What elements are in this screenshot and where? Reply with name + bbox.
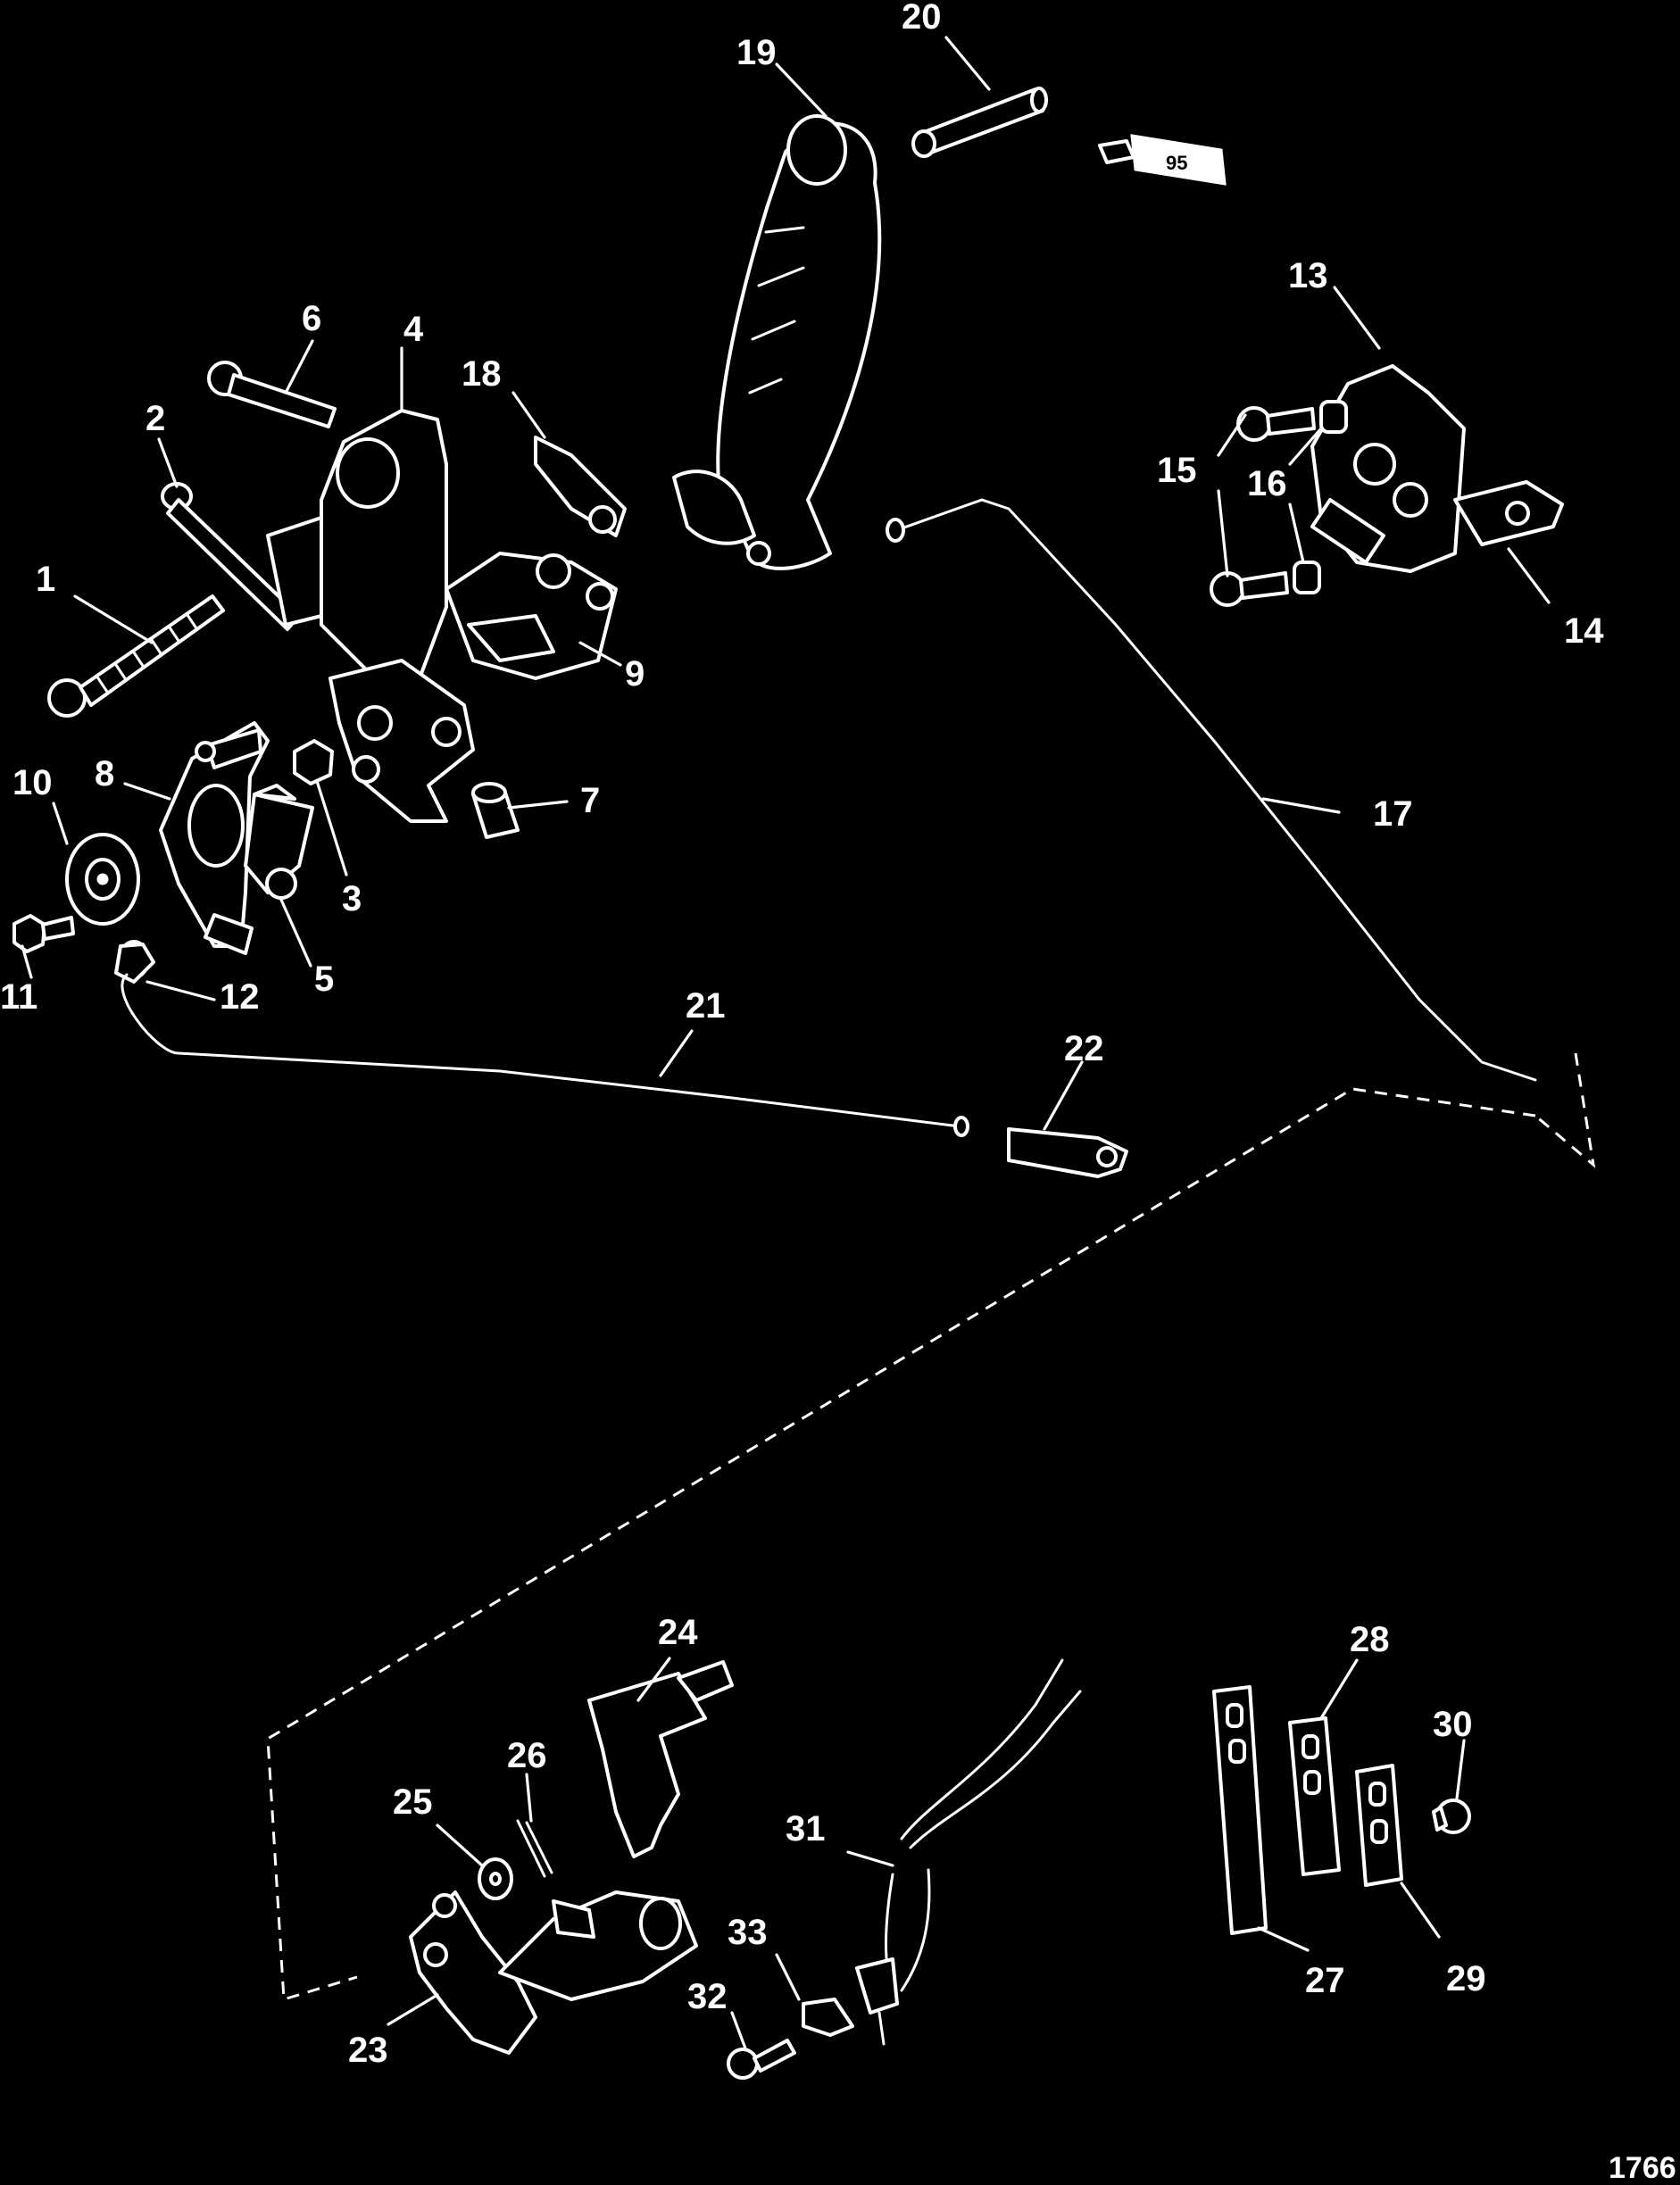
part-19-bracket	[672, 114, 882, 570]
part-22-rod-end	[1007, 1127, 1128, 1178]
sealant-tube-label: 95	[1166, 152, 1187, 174]
leader-lines	[21, 36, 1551, 2050]
callout-17: 17	[1373, 794, 1413, 834]
callout-14: 14	[1564, 611, 1604, 651]
part-23-shift-lever	[409, 1890, 698, 2055]
callout-21: 21	[686, 986, 726, 1026]
part-26-cotter-pin	[516, 1819, 553, 1878]
callout-8: 8	[95, 754, 114, 793]
part-4-arm	[266, 409, 448, 680]
callout-30: 30	[1433, 1705, 1473, 1744]
callout-26: 26	[507, 1736, 547, 1775]
callout-29: 29	[1446, 1959, 1486, 1998]
part-29-shim	[1355, 1764, 1403, 1887]
part-32-screw	[727, 2039, 796, 2080]
part-10-pulley	[65, 833, 140, 926]
callout-4: 4	[403, 310, 424, 349]
figure-id: 1766	[1609, 2151, 1676, 2185]
part-17-rod-end	[886, 518, 905, 543]
part-15-bolt-upper	[1236, 406, 1316, 442]
part-15-bolt-lower	[1210, 571, 1289, 607]
part-11-fastener	[12, 914, 75, 953]
part-33-retainer	[802, 1998, 854, 2037]
part-30-bolt	[1432, 1799, 1471, 1834]
shift-bracket-block	[329, 659, 475, 823]
callout-13: 13	[1288, 256, 1328, 295]
callout-25: 25	[393, 1782, 433, 1822]
sealant-tube-95: 95	[1098, 134, 1227, 186]
part-24-latch	[587, 1660, 734, 1858]
callout-16: 16	[1247, 464, 1287, 503]
callout-15: 15	[1157, 451, 1197, 490]
part-5-link-plate	[244, 784, 314, 900]
part-20-pin	[911, 87, 1048, 158]
callout-27: 27	[1305, 1961, 1345, 2000]
part-1-bolt	[47, 594, 225, 718]
callout-2: 2	[146, 399, 165, 438]
callout-7: 7	[580, 781, 600, 820]
callout-24: 24	[658, 1613, 698, 1652]
part-12-clip	[114, 913, 254, 984]
callout-18: 18	[462, 354, 502, 394]
part-21-shift-rod	[121, 973, 961, 1128]
callout-10: 10	[12, 763, 53, 802]
part-13-plate	[1310, 364, 1466, 573]
part-6-bolt	[207, 361, 337, 428]
callout-6: 6	[302, 299, 321, 338]
part-3-nut	[293, 739, 334, 785]
callout-31: 31	[786, 1809, 826, 1849]
part-25-washer	[478, 1857, 513, 1900]
callout-5: 5	[314, 960, 334, 999]
part-16-spacers	[1293, 400, 1348, 594]
callout-32: 32	[687, 1977, 728, 2016]
part-9-cam	[445, 552, 618, 680]
part-28-shim	[1288, 1716, 1341, 1876]
callout-3: 3	[342, 879, 362, 918]
callout-19: 19	[736, 33, 777, 72]
part-21-rod-end	[953, 1116, 969, 1137]
callout-9: 9	[625, 654, 645, 694]
part-14-bracket	[1453, 480, 1564, 546]
callout-22: 22	[1064, 1029, 1104, 1068]
part-27-shim	[1212, 1685, 1268, 1935]
part-17-link-rod	[900, 498, 1537, 1082]
callout-11: 11	[0, 977, 37, 1017]
callout-labels: 20 19 13 15 16 14 17 18 6 4 2 1 9 8 10 7…	[0, 0, 1604, 2070]
callout-1: 1	[36, 560, 55, 599]
callout-33: 33	[728, 1913, 768, 1952]
callout-12: 12	[220, 977, 260, 1017]
part-8-bellcrank	[159, 721, 270, 948]
part-7-bushing	[471, 782, 520, 839]
part-31-switch-harness	[855, 1658, 1082, 2046]
callout-20: 20	[902, 0, 942, 37]
dashed-connection-line	[266, 1052, 1596, 2001]
part-18-link	[534, 436, 627, 537]
callout-23: 23	[348, 2031, 388, 2070]
callout-28: 28	[1350, 1620, 1390, 1659]
